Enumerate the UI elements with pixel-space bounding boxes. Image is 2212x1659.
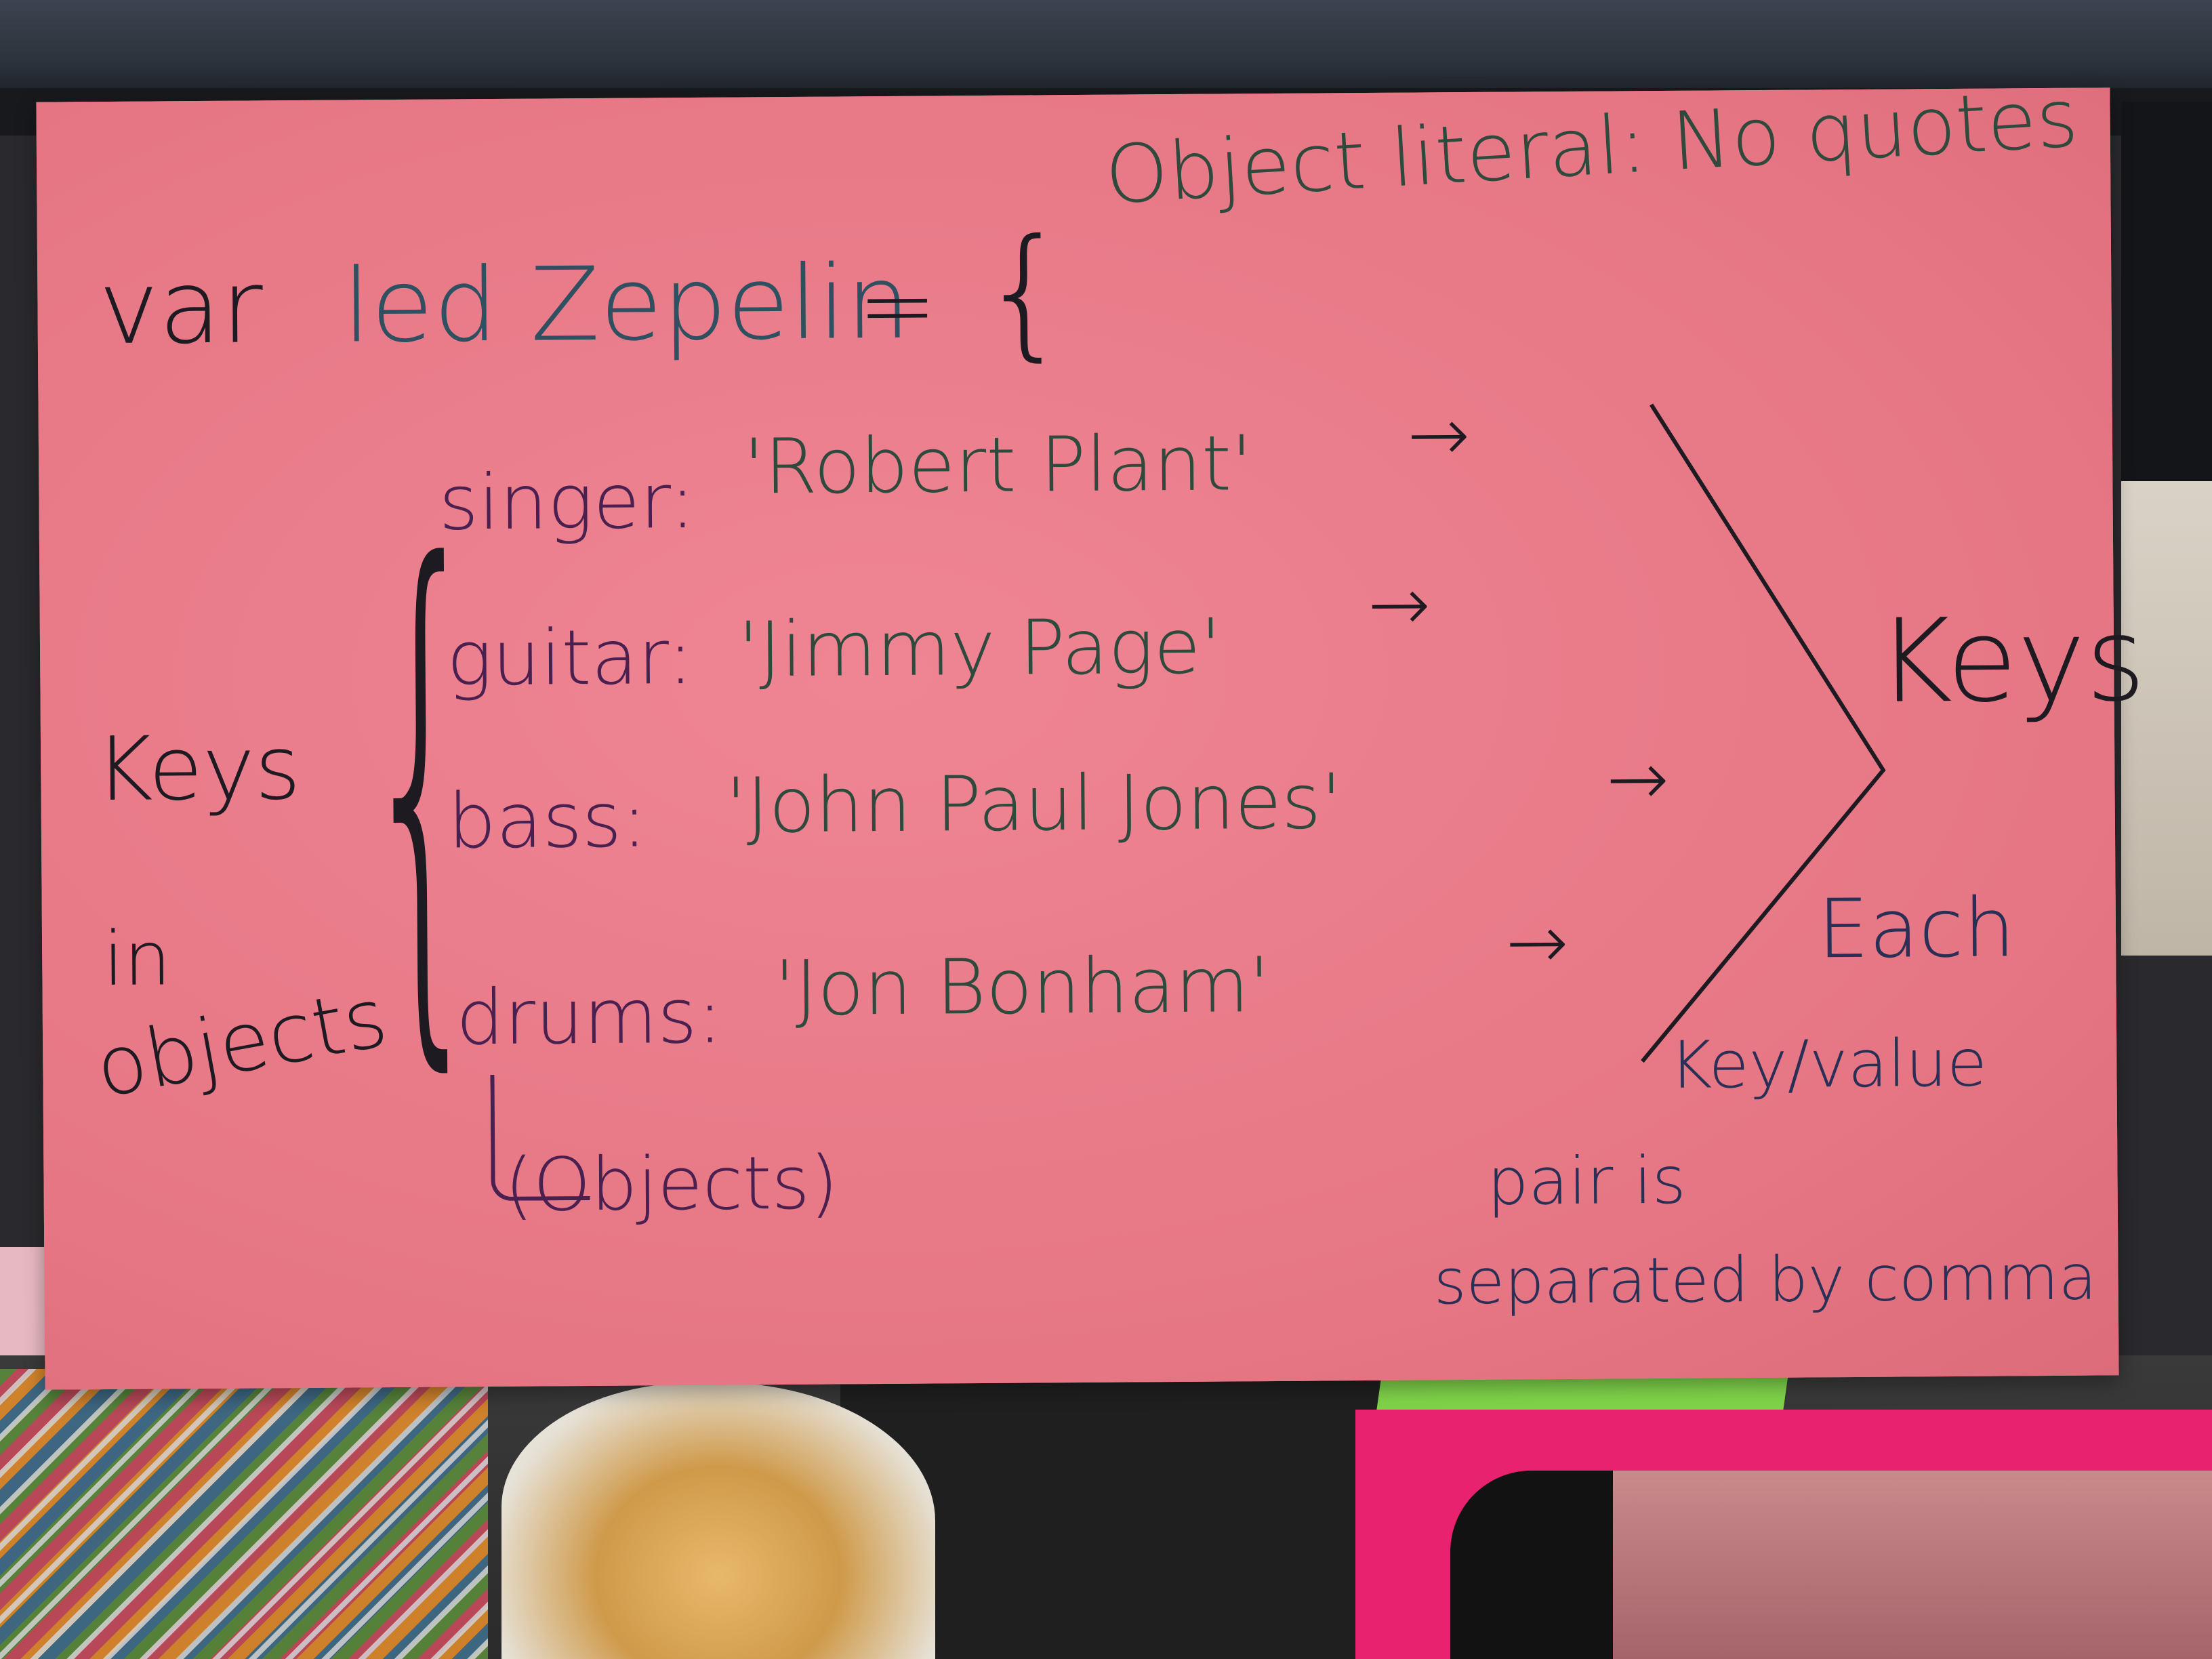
right-label-keys: Keys [1876, 592, 2146, 729]
left-label-in: in [102, 915, 171, 1003]
index-card: var led Zepelin = { Object literal: No q… [36, 71, 2146, 1390]
row-value: 'Jimmy Page' [737, 602, 1222, 695]
monitor-right-edge [2121, 102, 2212, 481]
row-key: singer: [438, 457, 696, 548]
notebook-spiral [0, 1369, 488, 1659]
row-value: 'John Paul Jones' [725, 758, 1343, 851]
bottle-cap [1450, 1471, 1613, 1659]
row-key: drums: [455, 972, 723, 1063]
background-wall [2121, 481, 2212, 956]
row-value: 'Jon Bonham' [774, 941, 1271, 1033]
right-arrow-icon: → [1605, 735, 1670, 823]
objects-note: (Objects) [504, 1141, 839, 1228]
left-label-keys: Keys [94, 716, 302, 821]
citrine-crystal [501, 1382, 935, 1659]
code-var-keyword: var [98, 248, 264, 368]
right-arrow-icon: → [1368, 560, 1431, 649]
comma-note-line4: separated by comma [1433, 1241, 2097, 1319]
comma-note-line3: pair is [1487, 1142, 1687, 1220]
right-arrow-icon: → [1505, 898, 1569, 986]
row-key: bass: [447, 776, 648, 866]
code-variable-name: led Zepelin [342, 243, 911, 366]
code-open-brace: { [979, 208, 1071, 375]
row-key: guitar: [446, 613, 694, 703]
object-literal-note: Object literal: No quotes [1103, 70, 2081, 222]
monitor-screen-edge [0, 0, 2212, 102]
comma-note-line2: Key/value [1668, 1025, 1988, 1103]
row-value: 'Robert Plant' [743, 419, 1253, 512]
right-arrow-icon: → [1407, 390, 1471, 478]
angle-bracket-upper [1650, 403, 1886, 773]
code-equals: = [857, 250, 938, 362]
comma-note-line1: Each [1817, 881, 2015, 977]
